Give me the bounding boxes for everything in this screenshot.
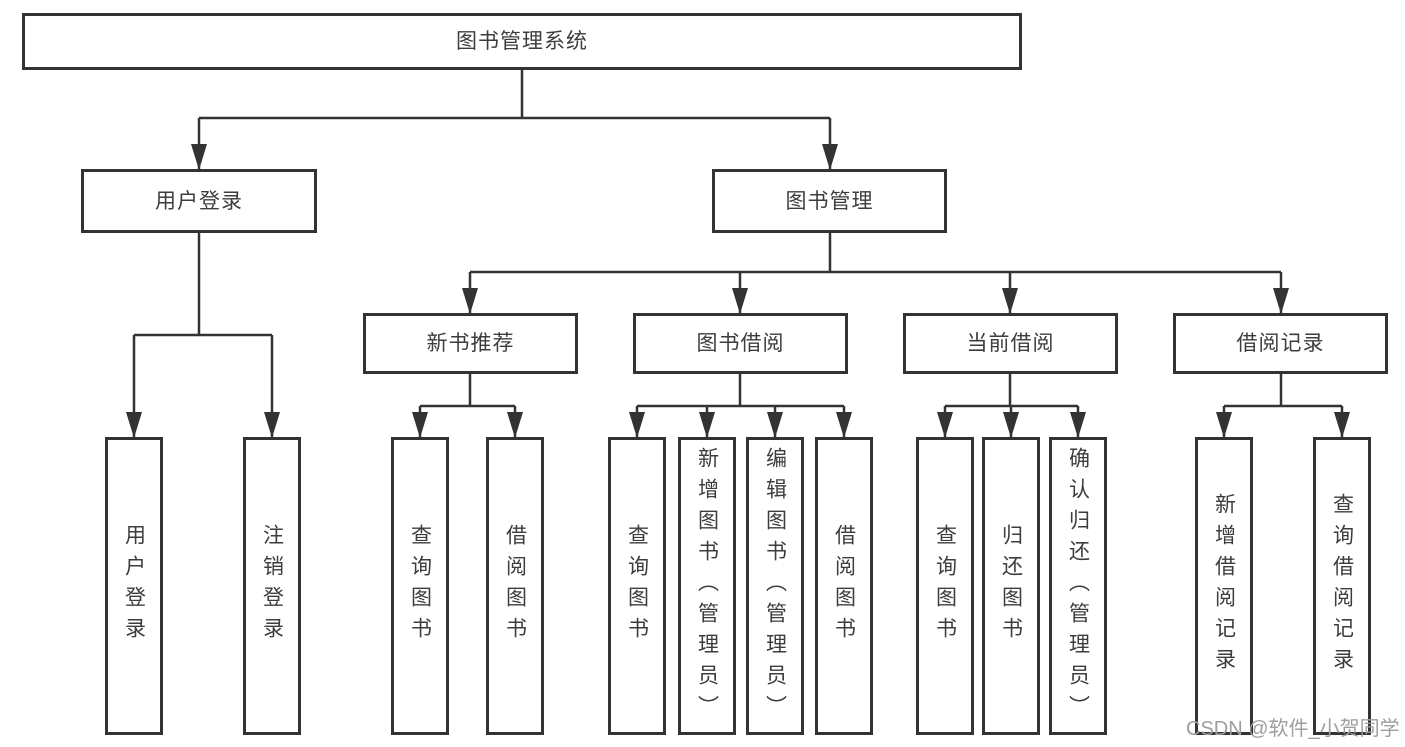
node-leaf-query-borrow-record-label: 查询借阅记录 bbox=[1330, 493, 1354, 679]
node-new-book-recommend-label: 新书推荐 bbox=[426, 332, 515, 355]
node-root-system-label: 图书管理系统 bbox=[456, 30, 588, 53]
node-root-system: 图书管理系统 bbox=[22, 13, 1022, 70]
node-leaf-add-book-admin-label: 新增图书（管理员） bbox=[695, 446, 719, 726]
node-leaf-logout: 注销登录 bbox=[243, 437, 301, 735]
node-book-borrow-label: 图书借阅 bbox=[696, 332, 785, 355]
node-leaf-return-books: 归还图书 bbox=[982, 437, 1040, 735]
node-book-management-label: 图书管理 bbox=[785, 189, 874, 213]
node-leaf-query-books-recommend: 查询图书 bbox=[391, 437, 449, 735]
node-user-login-module-label: 用户登录 bbox=[155, 189, 243, 213]
node-leaf-edit-book-admin-label: 编辑图书（管理员） bbox=[763, 446, 787, 726]
node-borrow-records-label: 借阅记录 bbox=[1236, 332, 1325, 355]
node-new-book-recommend: 新书推荐 bbox=[363, 313, 578, 374]
node-leaf-add-borrow-record-label: 新增借阅记录 bbox=[1212, 493, 1236, 679]
node-leaf-query-books-current-label: 查询图书 bbox=[933, 524, 957, 648]
node-leaf-borrow-books-label: 借阅图书 bbox=[832, 524, 856, 648]
node-borrow-records: 借阅记录 bbox=[1173, 313, 1388, 374]
node-leaf-confirm-return-admin: 确认归还（管理员） bbox=[1049, 437, 1107, 735]
csdn-watermark: CSDN @软件_小贺同学 bbox=[1186, 718, 1400, 740]
node-user-login-module: 用户登录 bbox=[81, 169, 317, 233]
node-leaf-borrow-books-recommend-label: 借阅图书 bbox=[503, 524, 527, 648]
node-leaf-logout-label: 注销登录 bbox=[260, 524, 284, 648]
node-leaf-query-books-borrow-label: 查询图书 bbox=[625, 524, 649, 648]
node-leaf-query-books-recommend-label: 查询图书 bbox=[408, 524, 432, 648]
node-leaf-user-login: 用户登录 bbox=[105, 437, 163, 735]
node-leaf-query-borrow-record: 查询借阅记录 bbox=[1313, 437, 1371, 735]
node-leaf-return-books-label: 归还图书 bbox=[999, 524, 1023, 648]
node-leaf-borrow-books: 借阅图书 bbox=[815, 437, 873, 735]
node-current-borrow: 当前借阅 bbox=[903, 313, 1118, 374]
node-leaf-add-book-admin: 新增图书（管理员） bbox=[678, 437, 736, 735]
node-leaf-edit-book-admin: 编辑图书（管理员） bbox=[746, 437, 804, 735]
node-leaf-confirm-return-admin-label: 确认归还（管理员） bbox=[1066, 446, 1090, 726]
node-leaf-query-books-borrow: 查询图书 bbox=[608, 437, 666, 735]
node-book-borrow: 图书借阅 bbox=[633, 313, 848, 374]
node-leaf-add-borrow-record: 新增借阅记录 bbox=[1195, 437, 1253, 735]
node-leaf-query-books-current: 查询图书 bbox=[916, 437, 974, 735]
node-book-management: 图书管理 bbox=[712, 169, 947, 233]
node-current-borrow-label: 当前借阅 bbox=[966, 332, 1055, 355]
node-leaf-borrow-books-recommend: 借阅图书 bbox=[486, 437, 544, 735]
node-leaf-user-login-label: 用户登录 bbox=[122, 524, 146, 648]
